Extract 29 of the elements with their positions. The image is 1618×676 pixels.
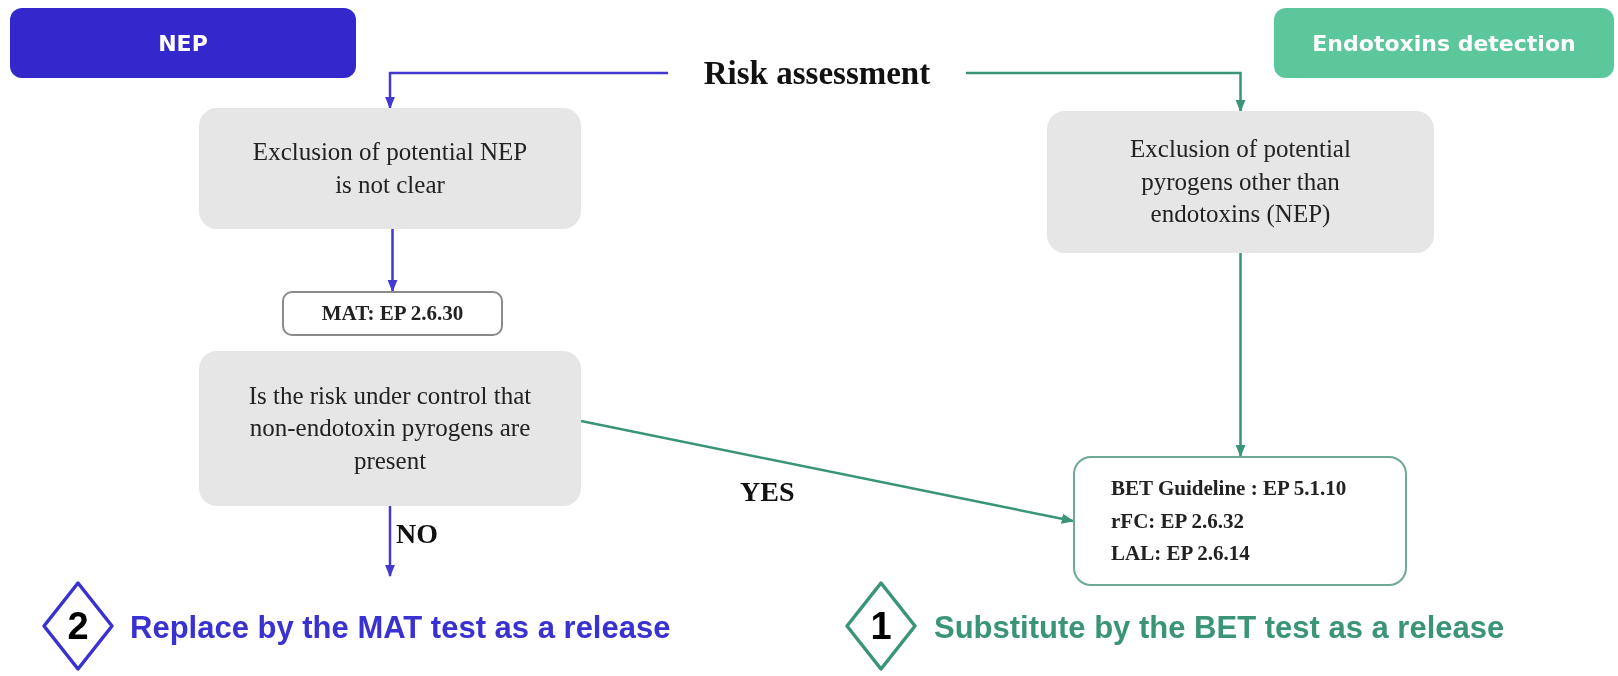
box-text: MAT: EP 2.6.30	[321, 300, 464, 328]
reference-box	[282, 291, 503, 336]
process-box	[199, 108, 581, 229]
header-text: Endotoxins detection	[1312, 30, 1576, 56]
arrow	[385, 506, 395, 578]
box-text: rFC: EP 2.6.32	[1111, 507, 1244, 535]
box-text: Is the risk under control that non-endotoxin pyrogens are present	[247, 380, 533, 476]
title-text: Risk assessment	[703, 54, 931, 92]
arrow	[580, 419, 1075, 524]
arrow	[387, 229, 398, 293]
step-number: 1	[870, 604, 892, 648]
arrow	[385, 71, 668, 110]
step-diamond	[844, 580, 918, 672]
process-box	[1047, 111, 1434, 253]
step-number: 2	[67, 604, 89, 648]
header-banner	[1274, 8, 1614, 78]
arrow	[966, 71, 1246, 113]
step-diamond	[41, 580, 115, 672]
step-caption: Substitute by the BET test as a release	[934, 610, 1505, 646]
box-text: Exclusion of potential NEP is not clear	[251, 137, 529, 200]
process-box	[199, 351, 581, 506]
box-text: Exclusion of potential pyrogens other than endotoxins (NEP)	[1129, 134, 1352, 230]
header-text: NEP	[158, 30, 208, 56]
arrow	[1235, 253, 1246, 458]
box-text: BET Guideline : EP 5.1.10	[1111, 475, 1347, 503]
step-caption: Replace by the MAT test as a release	[130, 610, 671, 646]
reference-box	[1073, 456, 1407, 586]
box-text: LAL: EP 2.6.14	[1111, 540, 1250, 568]
header-banner	[10, 8, 356, 78]
